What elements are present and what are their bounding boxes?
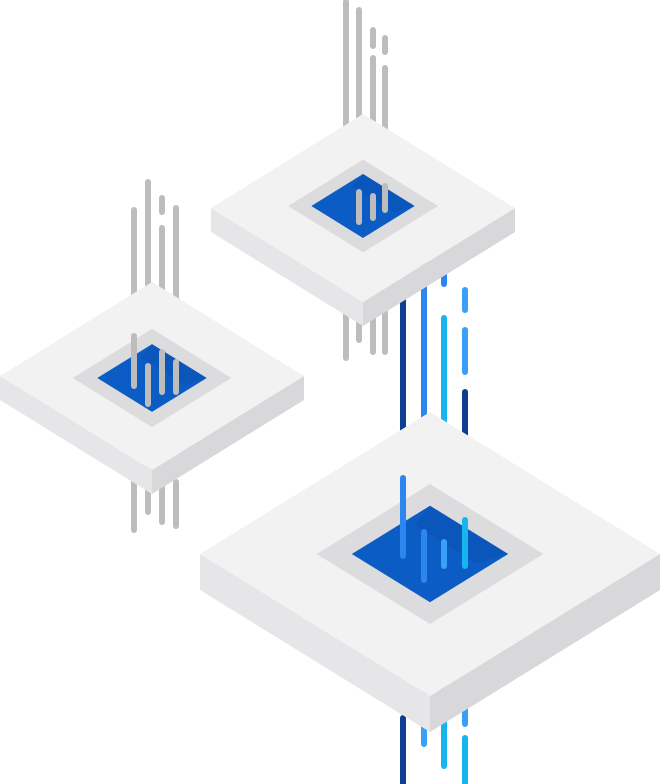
platform-left: [0, 282, 304, 494]
platform-left-well: [97, 344, 207, 412]
platform-main-well: [351, 505, 509, 603]
platforms-layer: [0, 114, 660, 732]
platform-main-well-shade: [414, 505, 509, 564]
platform-top-side-left: [211, 208, 363, 326]
platform-main: [200, 412, 660, 732]
platform-top: [211, 114, 515, 326]
platform-main-side-left: [200, 554, 430, 732]
platform-left-side-right: [152, 376, 304, 494]
platform-top-side-right: [363, 208, 515, 326]
platform-top-well: [311, 174, 415, 238]
platform-left-side-left: [0, 376, 152, 494]
platform-main-side-right: [430, 554, 660, 732]
bars-front-layer: [131, 183, 468, 583]
